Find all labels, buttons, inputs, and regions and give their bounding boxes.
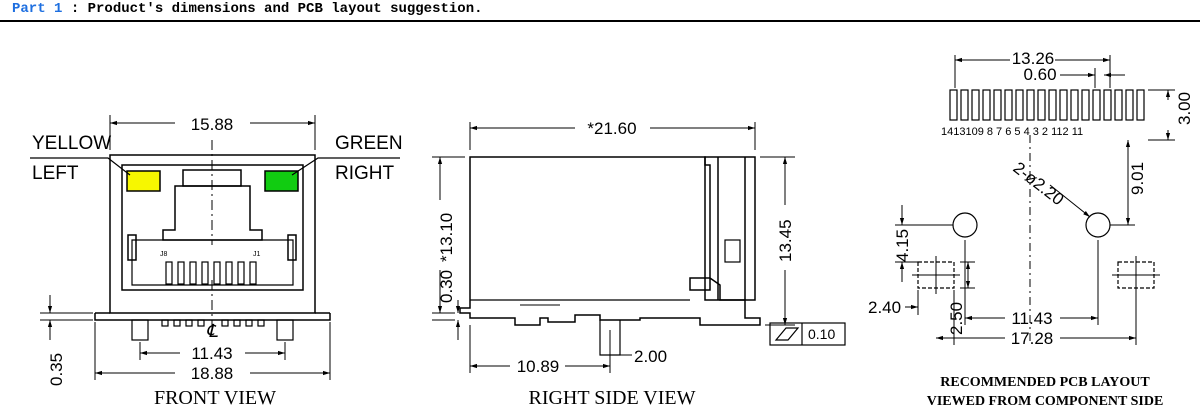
side-body bbox=[459, 156, 761, 326]
section-header: Part 1 : Product's dimensions and PCB la… bbox=[0, 0, 1200, 24]
led-right-leader bbox=[291, 157, 400, 176]
dim-front-top: 15.88 bbox=[191, 115, 234, 134]
part-label: Part 1 bbox=[12, 1, 63, 17]
pcb-pin-numbers: 1413109 8 7 6 5 4 3 2 112 11 bbox=[941, 126, 1083, 138]
centerline-symbol: ℄ bbox=[206, 321, 218, 341]
pcb-caption-line1: RECOMMENDED PCB LAYOUT bbox=[940, 375, 1150, 390]
dim-pcb-pad-width: 2.50 bbox=[947, 302, 966, 335]
dim-pcb-pad-span: 17.28 bbox=[1011, 329, 1054, 348]
dim-front-pin-span: 11.43 bbox=[191, 344, 232, 363]
header-divider bbox=[0, 20, 1200, 22]
dim-side-height-total: *13.10 bbox=[437, 213, 456, 262]
flatness-frame bbox=[769, 322, 846, 346]
dim-pcb-hole-span: 11.43 bbox=[1011, 309, 1052, 328]
pcb-layout-labels: 13.26 0.60 1413109 8 7 6 5 4 3 2 112 11 … bbox=[868, 49, 1194, 409]
front-bottom-pins bbox=[131, 319, 294, 341]
dim-pcb-row-offset: 3.00 bbox=[1175, 92, 1194, 125]
led-left bbox=[126, 170, 161, 192]
pcb-hole-left bbox=[952, 212, 978, 238]
dim-pcb-hole-diameter: 2-ø2.20 bbox=[1010, 158, 1068, 209]
pin-label-j8: J8 bbox=[160, 251, 168, 258]
side-view-caption: RIGHT SIDE VIEW bbox=[528, 387, 695, 409]
dim-side-offset-vertical: 0.30 bbox=[437, 270, 456, 303]
dim-pcb-row-width: 13.26 bbox=[1012, 49, 1055, 68]
dim-side-length: *21.60 bbox=[587, 119, 636, 138]
dim-side-height-right: 13.45 bbox=[776, 219, 795, 262]
pcb-pin-row bbox=[949, 89, 1145, 121]
pcb-caption-line2: VIEWED FROM COMPONENT SIDE bbox=[927, 394, 1164, 409]
dim-pcb-pad-offset: 2.40 bbox=[868, 298, 901, 317]
dim-front-overall: 18.88 bbox=[191, 364, 234, 383]
front-contacts bbox=[165, 261, 257, 285]
pin-label-j1: J1 bbox=[253, 251, 261, 258]
led-right-position-label: RIGHT bbox=[335, 163, 395, 184]
led-left-leader bbox=[30, 157, 131, 176]
front-view bbox=[30, 115, 400, 380]
dim-front-tab-offset: 0.35 bbox=[47, 353, 66, 386]
flatness-icon bbox=[774, 327, 800, 341]
dim-side-pin-width: 2.00 bbox=[634, 347, 667, 366]
side-view-labels: *21.60 *13.10 0.30 13.45 10.89 2.00 0.10… bbox=[437, 119, 835, 409]
led-left-position-label: LEFT bbox=[32, 163, 79, 184]
led-left-color-label: YELLOW bbox=[32, 133, 111, 154]
front-view-labels: 15.88 YELLOW LEFT GREEN RIGHT J8 J1 ℄ 11… bbox=[32, 115, 403, 409]
flatness-tolerance: 0.10 bbox=[808, 326, 835, 342]
dim-pcb-pad-height: 4.15 bbox=[893, 229, 912, 262]
dim-pcb-pin-pitch: 0.60 bbox=[1023, 65, 1056, 84]
dim-side-pin-position: 10.89 bbox=[517, 357, 560, 376]
side-shield bbox=[704, 156, 756, 301]
dim-pcb-hole-spacing: 9.01 bbox=[1128, 162, 1147, 195]
led-right bbox=[264, 170, 299, 192]
led-right-color-label: GREEN bbox=[335, 133, 403, 154]
pcb-layout bbox=[895, 55, 1175, 345]
front-view-caption: FRONT VIEW bbox=[154, 387, 276, 409]
side-latch bbox=[724, 239, 741, 263]
front-inner-cavity bbox=[131, 239, 294, 286]
header-title: : Product's dimensions and PCB layout su… bbox=[62, 1, 483, 17]
section-title: Part 1 : Product's dimensions and PCB la… bbox=[12, 1, 483, 17]
side-view bbox=[432, 122, 846, 373]
